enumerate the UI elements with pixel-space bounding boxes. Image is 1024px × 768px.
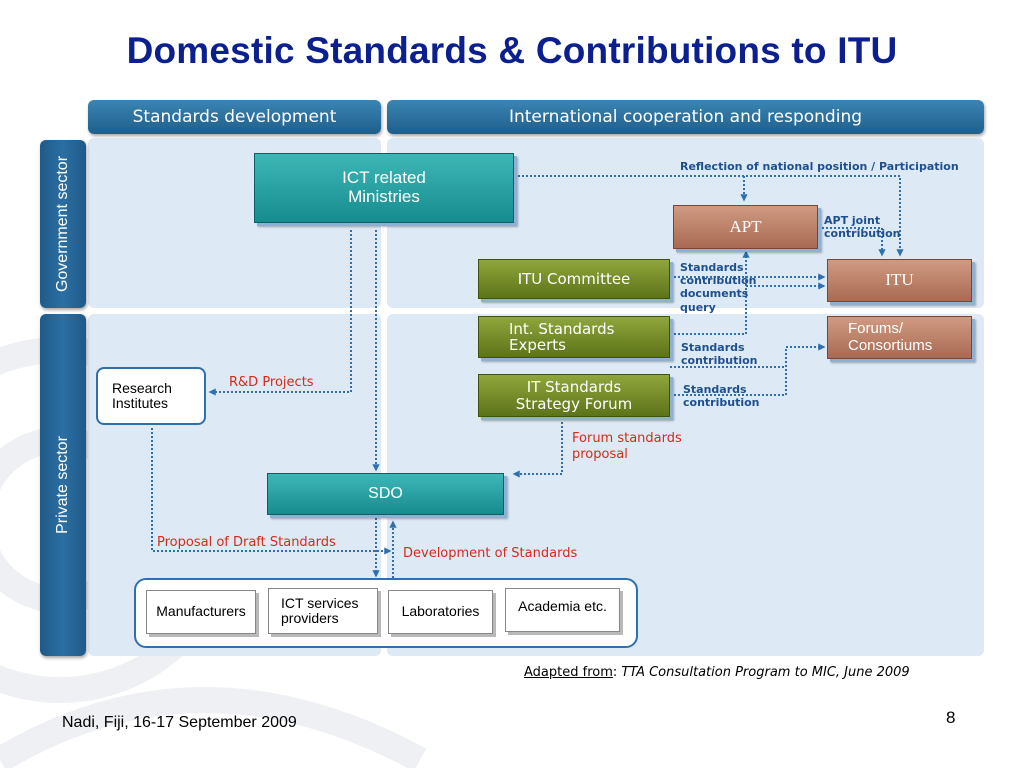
node-academia: Academia etc. xyxy=(505,588,620,632)
label-standards-contribution-2: Standards contribution xyxy=(683,383,760,410)
page-title: Domestic Standards & Contributions to IT… xyxy=(126,30,898,71)
label-forum-standards-proposal: Forum standards proposal xyxy=(572,431,682,463)
sector-private: Private sector xyxy=(40,314,86,656)
header-international-cooperation: International cooperation and responding xyxy=(387,100,984,134)
source-citation: Adapted from: TTA Consultation Program t… xyxy=(524,665,910,680)
node-sdo: SDO xyxy=(267,473,504,515)
label-rd-projects: R&D Projects xyxy=(229,375,314,390)
header-standards-development: Standards development xyxy=(88,100,381,134)
label-standards-contribution-1: Standards contribution xyxy=(681,341,758,368)
node-it-standards-strategy-forum: IT Standards Strategy Forum xyxy=(478,374,670,417)
label-proposal-of-draft-standards: Proposal of Draft Standards xyxy=(157,535,336,550)
source-separator: : xyxy=(612,665,622,680)
label-reflection: Reflection of national position / Partic… xyxy=(680,160,959,173)
node-itu-committee: ITU Committee xyxy=(478,259,670,299)
node-forums-consortiums: Forums/ Consortiums xyxy=(827,316,972,359)
node-itu: ITU xyxy=(827,259,972,302)
node-laboratories: Laboratories xyxy=(388,590,493,634)
node-apt: APT xyxy=(673,205,818,249)
label-development-of-standards: Development of Standards xyxy=(403,546,578,561)
footer-location-date: Nadi, Fiji, 16-17 September 2009 xyxy=(62,714,297,731)
node-ict-services-providers: ICT services providers xyxy=(268,588,378,634)
label-standards-contribution-documents-query: Standards contribution documents query xyxy=(680,261,757,314)
label-apt-joint-contribution: APT joint contribution xyxy=(824,214,901,241)
node-manufacturers: Manufacturers xyxy=(146,590,256,634)
node-ict-ministries: ICT related Ministries xyxy=(254,153,514,223)
sector-government: Government sector xyxy=(40,140,86,308)
source-text: TTA Consultation Program to MIC, June 20… xyxy=(621,665,910,680)
source-prefix: Adapted from xyxy=(524,665,613,680)
page-number: 8 xyxy=(946,708,956,727)
node-research-institutes: Research Institutes xyxy=(96,367,206,425)
node-int-standards-experts: Int. Standards Experts xyxy=(478,316,670,358)
